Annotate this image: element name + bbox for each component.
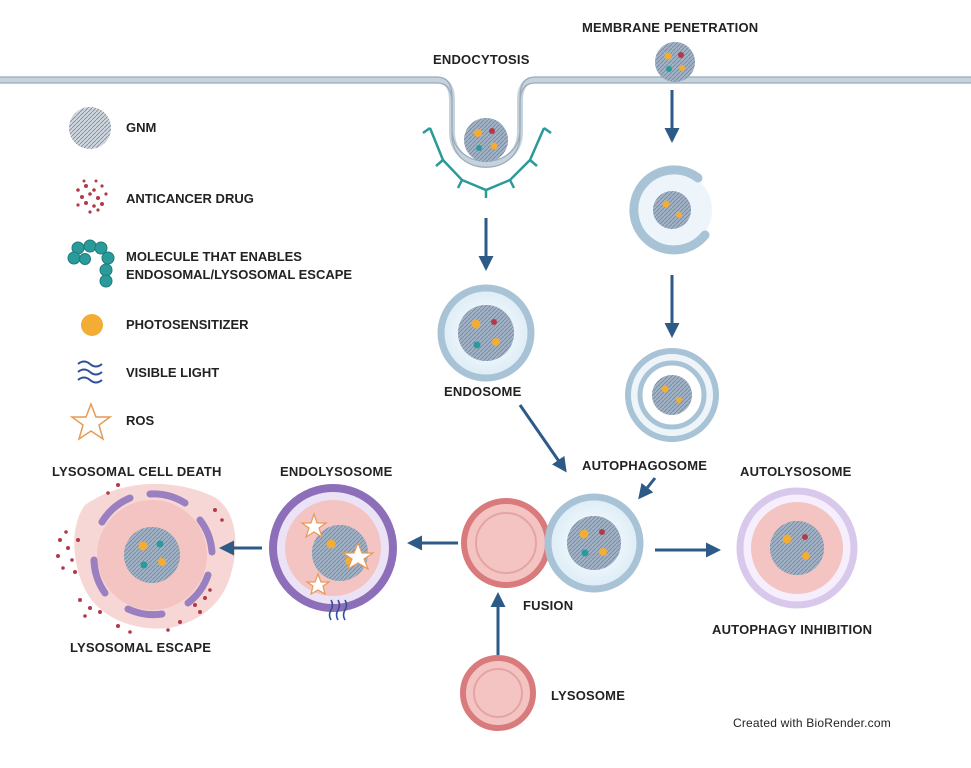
escape-molecule-icon [67, 239, 115, 288]
legend-label-visible-light: VISIBLE LIGHT [126, 365, 220, 380]
endolysosome-vesicle [269, 484, 397, 621]
legend-label-ros: ROS [126, 413, 155, 428]
flow-arrows [219, 90, 721, 655]
legend-label-escape-molecule-line1: MOLECULE THAT ENABLES [126, 249, 302, 264]
visible-light-icon [77, 360, 103, 384]
legend-label-gnm: GNM [126, 120, 157, 135]
label-lysosome: LYSOSOME [551, 688, 626, 703]
label-endolysosome: ENDOLYSOSOME [280, 464, 393, 479]
label-autophagosome: AUTOPHAGOSOME [582, 458, 708, 473]
autophagosome-vesicle [625, 348, 719, 442]
label-endosome: ENDOSOME [444, 384, 522, 399]
credit-text: Created with BioRender.com [733, 716, 891, 730]
ros-star-icon [305, 572, 331, 596]
drug-particles [56, 483, 224, 634]
visible-light-icon [328, 599, 348, 621]
label-fusion: FUSION [523, 598, 574, 613]
gnm-endocytosis [464, 118, 508, 162]
ros-star-icon [300, 512, 328, 539]
legend-label-photosensitizer: PHOTOSENSITIZER [126, 317, 249, 332]
gnm-membrane-penetration [655, 42, 695, 82]
legend-label-anticancer-drug: ANTICANCER DRUG [126, 191, 254, 206]
anticancer-drug-icon [76, 179, 108, 214]
label-autophagy-inhibition: AUTOPHAGY INHIBITION [712, 622, 873, 637]
fusion-complex [461, 493, 644, 593]
autolysosome-vesicle [736, 487, 858, 609]
label-autolysosome: AUTOLYSOSOME [740, 464, 852, 479]
gnm-icon [69, 107, 111, 149]
label-lysosomal-escape: LYSOSOMAL ESCAPE [70, 640, 212, 655]
clathrin-coat [422, 126, 552, 198]
endosome-vesicle [437, 284, 535, 382]
phagophore [629, 165, 712, 255]
ros-star-icon [341, 541, 375, 571]
label-membrane-penetration: MEMBRANE PENETRATION [582, 20, 759, 35]
label-lysosomal-cell-death: LYSOSOMAL CELL DEATH [52, 464, 222, 479]
photosensitizer-icon [81, 314, 103, 336]
ros-star-icon [69, 401, 113, 441]
legend-label-escape-molecule-line2: ENDOSOMAL/LYSOSOMAL ESCAPE [126, 267, 353, 282]
ruptured-lysosome [56, 483, 236, 634]
legend [67, 107, 115, 441]
label-endocytosis: ENDOCYTOSIS [433, 52, 530, 67]
lysosome-vesicle [460, 655, 536, 731]
